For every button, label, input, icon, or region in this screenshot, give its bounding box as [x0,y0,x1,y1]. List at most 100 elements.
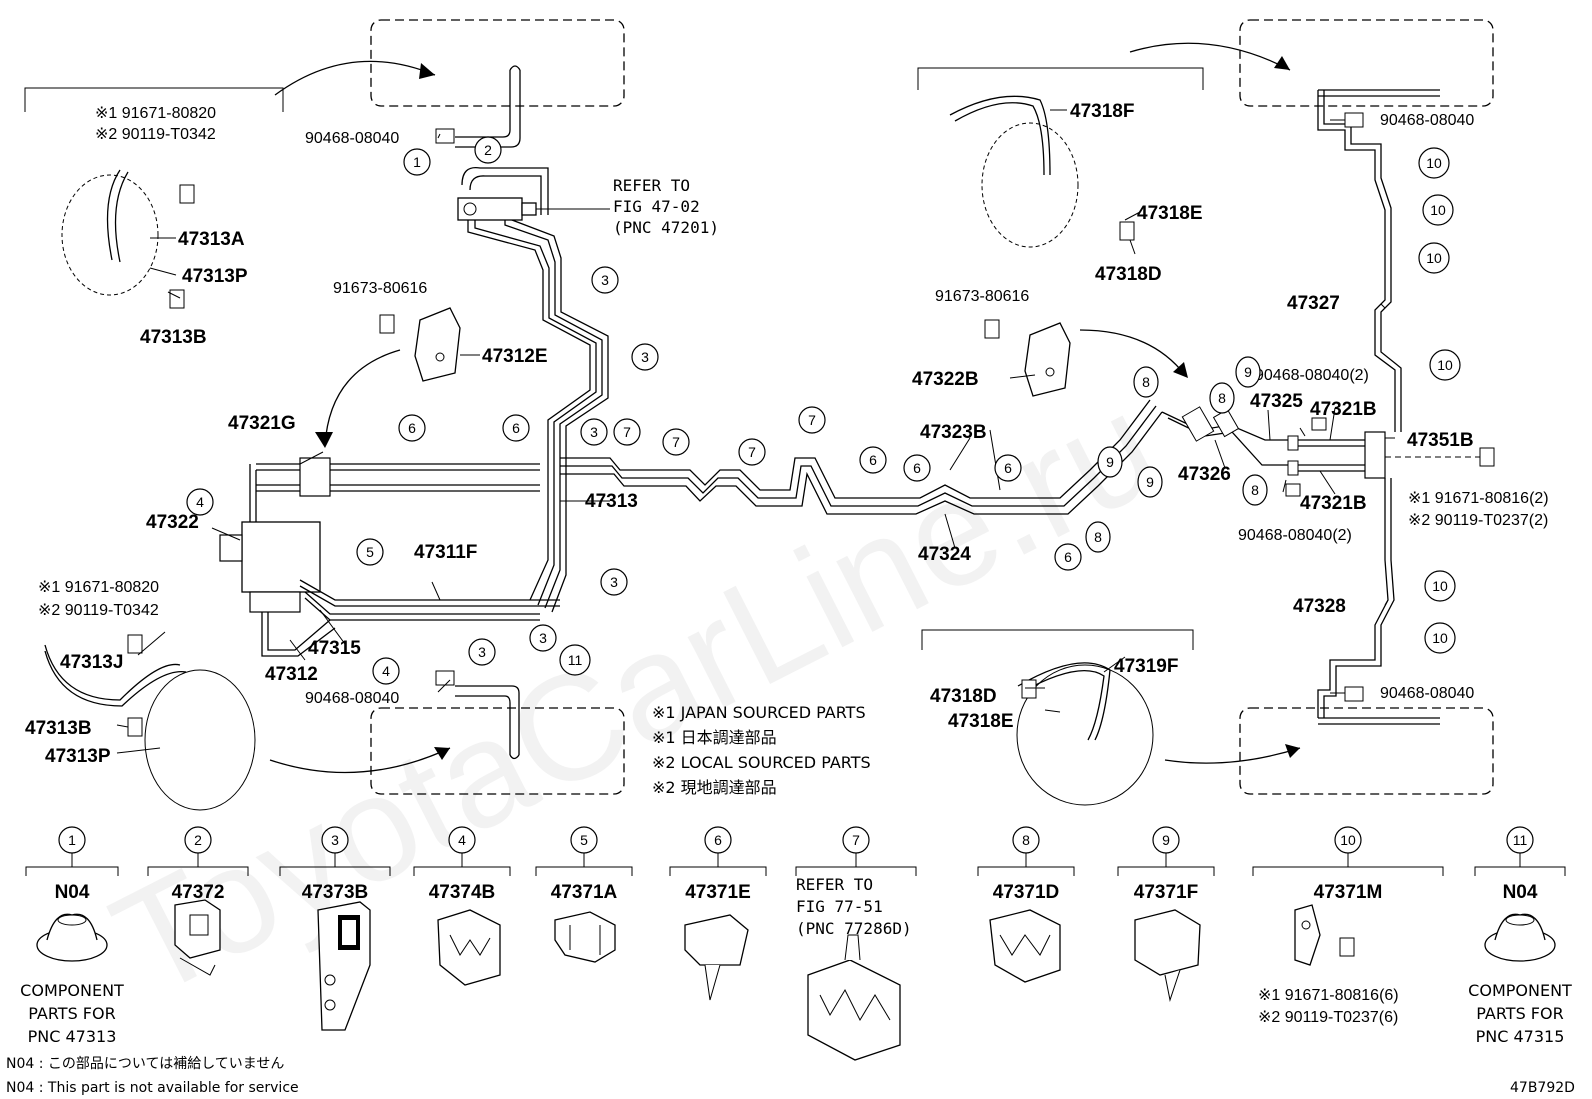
legend-line-1: ※1 JAPAN SOURCED PARTS [652,703,866,722]
label-90468-2-lower: 90468-08040(2) [1238,527,1352,544]
component-note-line: (PNC 77286D) [796,919,912,938]
callout-8: 8 [1242,474,1268,506]
label-91673-left: 91673-80616 [333,280,427,297]
callout-digit: 7 [623,424,631,440]
ref-note-right-1: ※1 91671-80816(2) [1408,490,1549,507]
legend-line-4: ※2 現地調達部品 [652,778,777,797]
refer-to-note: REFER TO FIG 47-02 (PNC 47201) [613,176,719,237]
label-47319F: 47319F [1114,656,1178,677]
component-label: 47371D [993,882,1060,903]
callout-9: 9 [1235,356,1261,388]
component-9: 9 47371F [1117,826,1215,903]
label-90468-bottom-left: 90468-08040 [305,690,399,707]
ref-note-mid-left-2: ※2 90119-T0342 [38,602,159,619]
component-2: 2 47372 [147,826,249,903]
callout-digit: 10 [1432,578,1448,594]
component-label: N04 [1503,882,1538,903]
detail-box-bottom-left [370,685,625,795]
callout-10: 10 [1429,349,1461,381]
callout-digit: 8 [1251,482,1259,498]
callout-digit: 3 [601,272,609,288]
legend-line-3: ※2 LOCAL SOURCED PARTS [652,753,871,772]
callout-digit: 1 [413,154,421,170]
ref-note-top-left-1: ※1 91671-80820 [95,105,216,122]
label-90468-top-right: 90468-08040 [1380,112,1474,129]
callout-3: 3 [529,624,557,652]
component-number: 11 [1513,832,1528,848]
callout-8: 8 [1133,366,1159,398]
callout-3: 3 [468,638,496,666]
callout-digit: 2 [484,142,492,158]
callout-digit: 9 [1106,454,1114,470]
ref-note-mid-left-1: ※1 91671-80820 [38,579,159,596]
label-47328: 47328 [1293,596,1346,617]
detail-box-bottom-right [1239,707,1494,795]
callout-8: 8 [1209,382,1235,414]
label-47315: 47315 [308,638,361,659]
callout-digit: 10 [1437,357,1453,373]
component-label: 47372 [172,882,225,903]
callout-5: 5 [356,538,384,566]
ref-note-top-left-2: ※2 90119-T0342 [95,126,216,143]
callout-digit: 3 [590,424,598,440]
component-8: 8 47371D [977,826,1075,903]
label-90468-bottom-right: 90468-08040 [1380,685,1474,702]
label-47313B-top: 47313B [140,327,207,348]
callout-6: 6 [1054,543,1082,571]
label-47313A: 47313A [178,229,245,250]
component-number: 8 [1022,832,1030,848]
label-47313J: 47313J [60,652,123,673]
refer-line-1: REFER TO [613,176,690,195]
callout-digit: 7 [808,412,816,428]
callout-digit: 6 [913,460,921,476]
callout-digit: 4 [382,663,390,679]
callout-7: 7 [798,406,826,434]
clip-icons [435,112,1364,702]
fastener-labels: 90468-08040 90468-08040 90468-08040 9046… [38,105,1549,707]
component-note-line: PNC 47315 [1476,1027,1565,1046]
legend: ※1 JAPAN SOURCED PARTS ※1 日本調達部品 ※2 LOCA… [652,703,871,797]
label-47313B-bottom: 47313B [25,718,92,739]
callout-digit: 8 [1142,374,1150,390]
component-note-line: PARTS FOR [1476,1004,1563,1023]
legend-line-2: ※1 日本調達部品 [652,728,777,747]
callout-digit: 10 [1432,630,1448,646]
callout-digit: 3 [539,630,547,646]
component-number: 2 [194,832,202,848]
callout-digit: 5 [366,544,374,560]
callout-digit: 8 [1094,529,1102,545]
label-47318E-bottom: 47318E [948,711,1014,732]
callout-9: 9 [1097,446,1123,478]
component-illustrations [36,899,1556,1061]
component-number: 3 [331,832,339,848]
callout-2: 2 [474,136,502,164]
label-47324: 47324 [918,544,971,565]
callout-1: 1 [403,148,431,176]
component-number: 9 [1162,832,1170,848]
callout-10: 10 [1418,242,1450,274]
label-47326: 47326 [1178,464,1231,485]
part-number-labels: 47313A 47313P 47313B 47312E 47321G 47322… [25,101,1474,767]
component-label: 47371F [1134,882,1198,903]
component-number: 7 [852,832,860,848]
label-47351B: 47351B [1407,430,1474,451]
callout-10: 10 [1424,570,1456,602]
label-47321G: 47321G [228,413,296,434]
callout-10: 10 [1424,622,1456,654]
label-47323B: 47323B [920,422,987,443]
callout-digit: 9 [1244,364,1252,380]
component-label: N04 [55,882,90,903]
refer-line-2: FIG 47-02 [613,197,700,216]
callout-digit: 11 [568,652,583,668]
label-91673-right: 91673-80616 [935,288,1029,305]
label-47325: 47325 [1250,391,1303,412]
callout-digit: 3 [610,574,618,590]
label-47313P-top: 47313P [182,266,248,287]
